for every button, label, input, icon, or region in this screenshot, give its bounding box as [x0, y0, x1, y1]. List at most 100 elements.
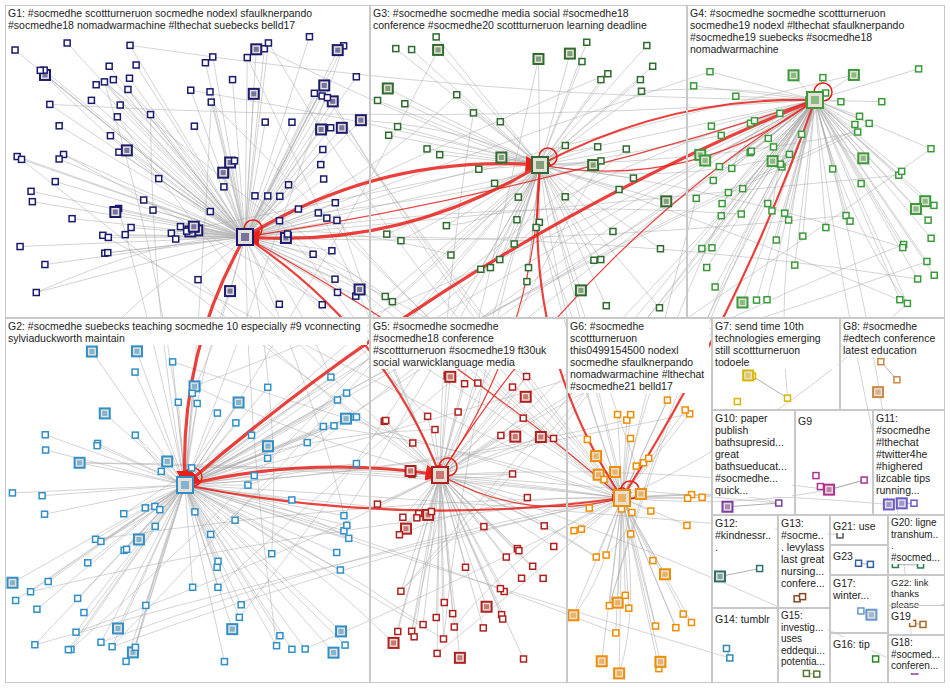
tie-line — [440, 475, 487, 607]
vertex-icon — [511, 241, 517, 247]
tie-line — [50, 104, 245, 237]
vertex-icon — [177, 224, 183, 230]
tie-line — [185, 485, 423, 625]
tie-line — [101, 485, 185, 541]
tie-line — [185, 485, 443, 639]
vertex-icon — [773, 237, 779, 243]
vertex-icon — [660, 569, 670, 579]
vertex-icon — [656, 305, 662, 311]
vertex-icon — [915, 276, 921, 282]
vertex-icon — [463, 564, 469, 570]
vertex-icon — [492, 180, 498, 186]
vertex-icon — [400, 514, 406, 520]
vertex-icon — [157, 507, 163, 513]
vertex-icon — [858, 608, 864, 614]
vertex-icon — [277, 218, 283, 224]
vertex-icon — [757, 566, 763, 572]
tie-line — [815, 100, 902, 171]
vertex-icon — [295, 206, 301, 212]
vertex-icon — [265, 193, 271, 199]
vertex-icon — [924, 258, 930, 264]
vertex-icon — [704, 265, 710, 271]
vertex-icon — [269, 551, 275, 557]
heavy-tie — [185, 467, 440, 485]
vertex-icon — [849, 70, 859, 80]
vertex-icon — [410, 440, 416, 446]
vertex-icon — [126, 75, 132, 81]
vertex-icon — [320, 147, 326, 153]
group-panel: G1: #socmedhe scottturneruon socmedhe no… — [5, 5, 370, 318]
vertex-icon — [792, 262, 798, 268]
tie-line — [173, 362, 622, 498]
tie-line — [245, 236, 918, 279]
tie-line — [71, 165, 540, 649]
vertex-icon — [650, 558, 656, 564]
vertex-icon — [856, 560, 862, 566]
vertex-icon — [911, 204, 921, 214]
tie-line — [437, 498, 622, 653]
vertex-icon — [443, 223, 449, 229]
vertex-icon — [813, 473, 819, 479]
vertex-icon — [194, 400, 200, 406]
vertex-icon — [628, 412, 634, 418]
tie-line — [159, 179, 245, 237]
vertex-icon — [191, 123, 197, 129]
tie-line — [245, 72, 710, 237]
group-panel: G2: #socmedhe suebecks teaching socmedhe… — [5, 318, 370, 683]
tie-line — [815, 100, 850, 221]
vertex-icon — [648, 508, 654, 514]
vertex-icon — [601, 477, 607, 483]
tie-line — [45, 75, 245, 237]
vertex-icon — [124, 546, 130, 552]
vertex-icon — [764, 297, 770, 303]
tie-line — [540, 165, 601, 260]
tie-line — [104, 82, 185, 485]
tie-line — [412, 475, 440, 631]
tie-line — [67, 43, 245, 237]
heavy-tie — [245, 237, 622, 498]
vertex-icon — [265, 455, 271, 461]
tie-line — [12, 485, 185, 493]
tie-line — [540, 165, 636, 466]
tie-line — [361, 120, 540, 165]
vertex-icon — [630, 175, 636, 181]
vertex-icon — [109, 644, 115, 650]
vertex-icon — [789, 70, 799, 80]
vertex-icon — [524, 374, 530, 380]
vertex-icon — [214, 564, 220, 570]
vertex-icon — [302, 646, 308, 652]
vertex-icon — [47, 101, 53, 107]
vertex-icon — [263, 441, 273, 451]
vertex-icon — [481, 524, 487, 530]
vertex-icon — [374, 501, 380, 507]
vertex-icon — [245, 482, 251, 488]
vertex-icon — [329, 648, 339, 658]
vertex-icon — [148, 112, 154, 118]
tie-line — [815, 100, 907, 303]
vertex-icon — [336, 626, 346, 636]
vertex-icon — [386, 132, 392, 138]
vertex-icon — [134, 534, 144, 544]
vertex-icon — [715, 571, 725, 581]
vertex-icon — [478, 266, 484, 272]
tie-line — [333, 101, 622, 498]
vertex-icon — [329, 248, 335, 254]
vertex-icon — [437, 152, 443, 158]
vertex-icon — [521, 656, 527, 662]
tie-line — [440, 59, 538, 475]
group-panel: G14: tumblr — [712, 608, 778, 683]
vertex-icon — [688, 619, 694, 625]
tie-line — [540, 154, 789, 173]
vertex-icon — [93, 82, 99, 88]
vertex-icon — [445, 372, 455, 382]
tie-line — [64, 154, 245, 237]
vertex-icon — [931, 272, 937, 278]
vertex-icon — [265, 384, 271, 390]
vertex-icon — [576, 285, 586, 295]
vertex-icon — [685, 495, 691, 501]
vertex-icon — [622, 592, 628, 598]
vertex-icon — [210, 54, 216, 60]
vertex-icon — [375, 97, 381, 103]
vertex-icon — [462, 381, 468, 387]
tie-line — [659, 100, 815, 308]
